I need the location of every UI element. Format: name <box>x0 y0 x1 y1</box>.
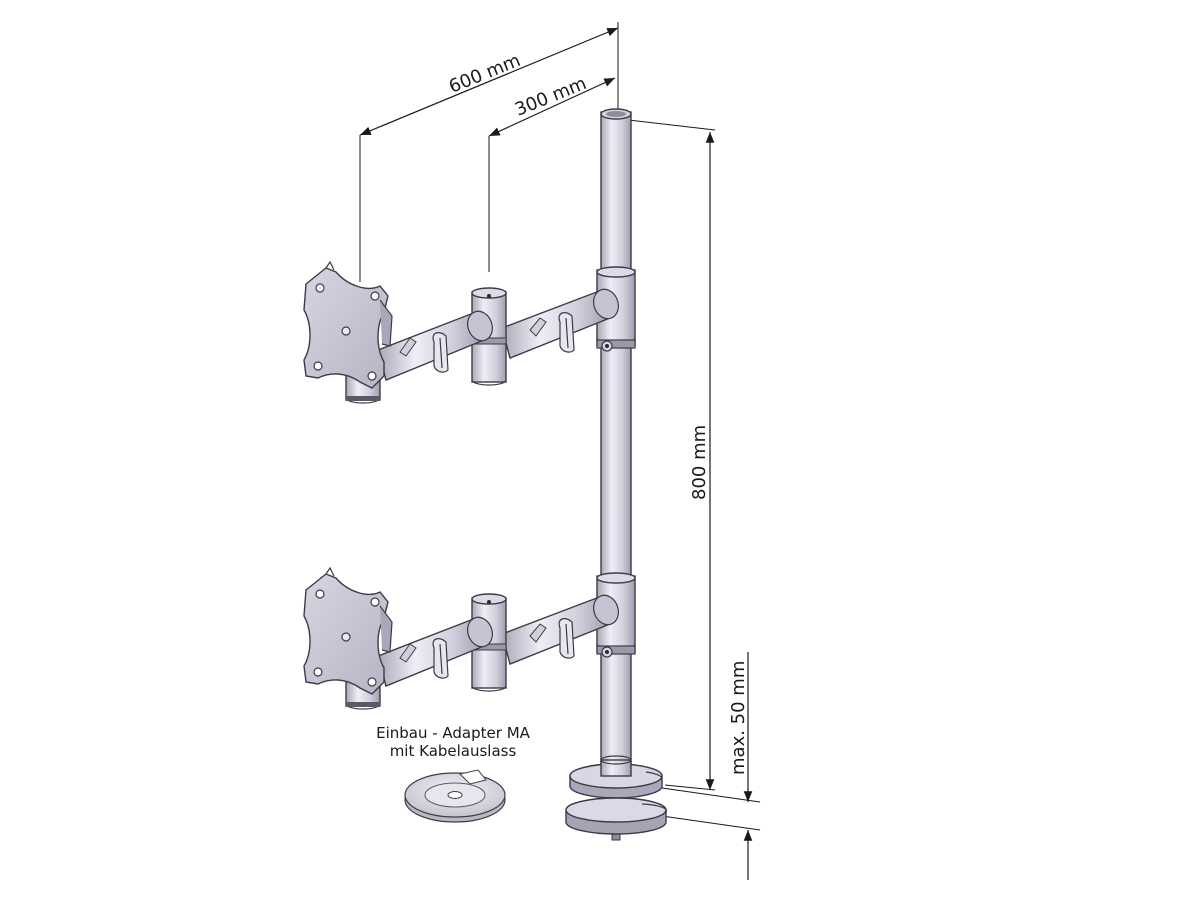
inner-arm <box>501 594 619 665</box>
dimension-800-label: 800 mm <box>689 425 710 500</box>
outer-arm <box>377 616 493 687</box>
outer-arm <box>377 310 493 381</box>
dimension-600-label: 600 mm <box>446 50 524 98</box>
dimension-clamp-label: max. 50 mm <box>728 661 749 775</box>
adapter-note-line2: mit Kabelauslass <box>390 742 517 760</box>
dimension-800: 800 mm <box>627 119 716 791</box>
desk-clamp <box>565 755 667 841</box>
inner-arm <box>501 288 619 359</box>
dimension-clamp: max. 50 mm <box>661 652 761 880</box>
dimension-300: 300 mm <box>488 73 616 272</box>
pole <box>600 108 632 785</box>
arm-assembly-upper <box>303 260 636 404</box>
vesa-plate <box>303 566 393 695</box>
vesa-plate <box>303 260 393 389</box>
adapter-note-line1: Einbau - Adapter MA <box>376 724 531 742</box>
adapter-disc <box>404 769 506 823</box>
arm-assembly-lower <box>303 566 636 710</box>
dimension-300-label: 300 mm <box>512 73 590 121</box>
